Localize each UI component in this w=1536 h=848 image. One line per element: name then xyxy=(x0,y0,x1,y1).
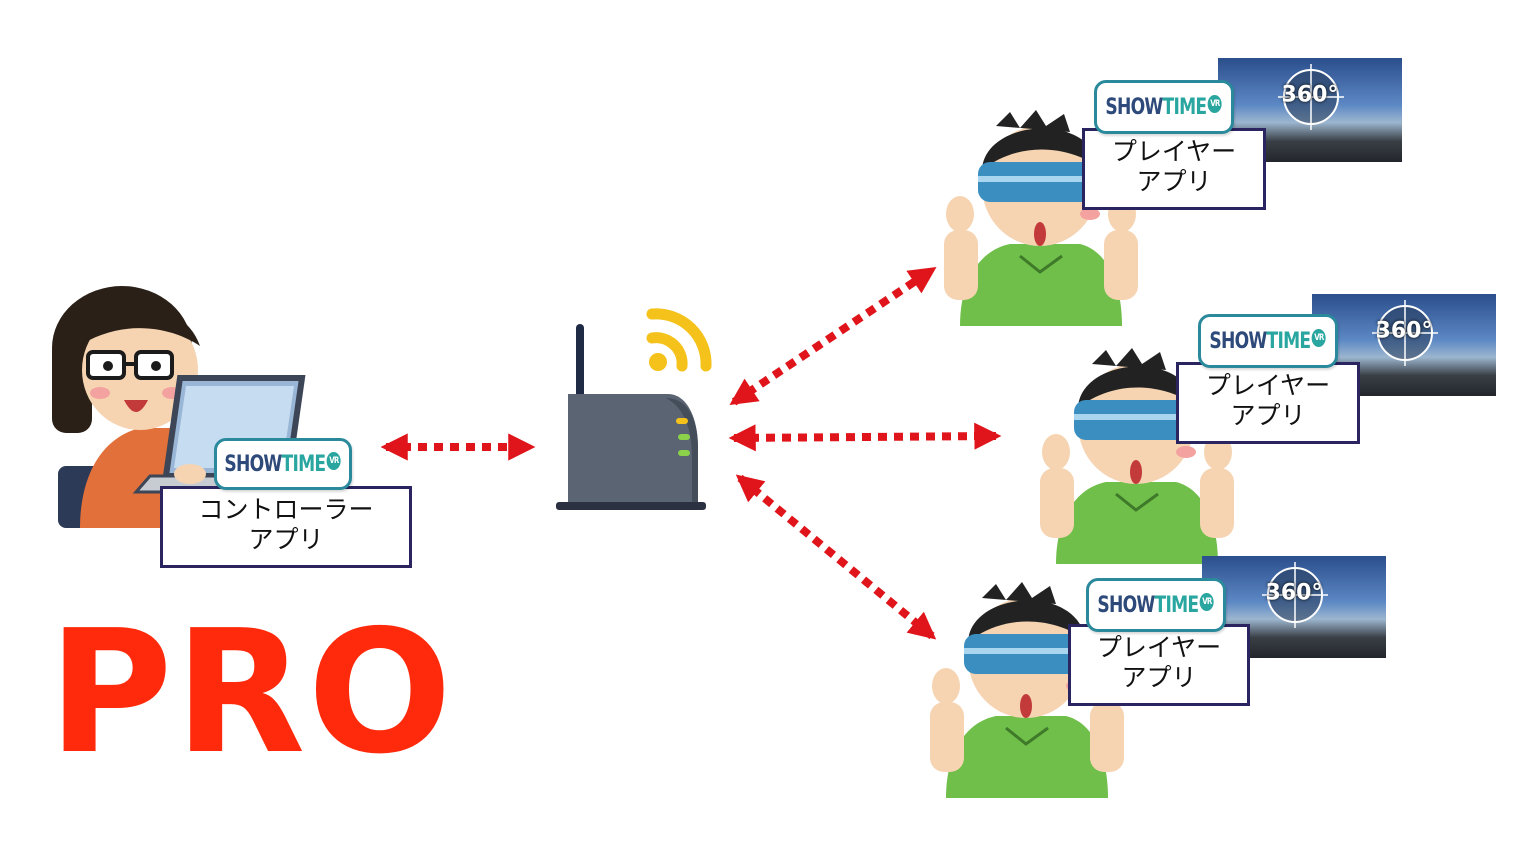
panorama-360-image: 360° xyxy=(1202,556,1386,658)
player-app-line1: プレイヤー xyxy=(1096,633,1222,662)
logo-show-text: SHOW xyxy=(1105,94,1164,120)
logo-show-text: SHOW xyxy=(1209,328,1268,354)
vr-badge: VR xyxy=(1200,592,1215,611)
logo-time-text: TIME xyxy=(281,451,327,477)
player-app-line1: プレイヤー xyxy=(1111,137,1237,166)
logo-time-text: TIME xyxy=(1266,328,1312,354)
player-app-line2: アプリ xyxy=(1136,167,1212,196)
player-app-line2: アプリ xyxy=(1230,401,1306,430)
vr-headset-person-illustration xyxy=(1040,348,1234,564)
logo-time-text: TIME xyxy=(1154,592,1200,618)
panorama-360-icon xyxy=(1372,300,1438,366)
logo-show-text: SHOW xyxy=(224,451,283,477)
panorama-360-icon xyxy=(1262,562,1328,628)
panorama-360-label: 360° xyxy=(1375,318,1433,344)
logo-time-text: TIME xyxy=(1162,94,1208,120)
controller-app-line2: アプリ xyxy=(248,525,324,554)
player-app-box: プレイヤー アプリ xyxy=(1082,128,1266,210)
arrow-router-player1 xyxy=(729,266,937,406)
panorama-360-icon xyxy=(1278,64,1344,130)
pro-label: PRO xyxy=(48,594,455,792)
vr-headset-person-illustration xyxy=(944,110,1138,326)
arrow-router-player2 xyxy=(728,422,1002,452)
wifi-icon xyxy=(646,308,712,372)
player-app-box: プレイヤー アプリ xyxy=(1068,624,1250,706)
vr-badge: VR xyxy=(327,451,342,470)
panorama-360-label: 360° xyxy=(1281,82,1339,108)
panorama-360-image: 360° xyxy=(1312,294,1496,396)
arrow-router-player3 xyxy=(735,474,937,640)
player-app-line1: プレイヤー xyxy=(1205,371,1331,400)
panorama-360-label: 360° xyxy=(1265,580,1323,606)
vr-badge: VR xyxy=(1312,328,1327,347)
player-app-line2: アプリ xyxy=(1121,663,1197,692)
controller-app-line1: コントローラー xyxy=(198,495,374,524)
player-app-box: プレイヤー アプリ xyxy=(1176,362,1360,444)
vr-badge: VR xyxy=(1208,94,1223,113)
router-icon xyxy=(556,324,706,510)
logo-show-text: SHOW xyxy=(1097,592,1156,618)
